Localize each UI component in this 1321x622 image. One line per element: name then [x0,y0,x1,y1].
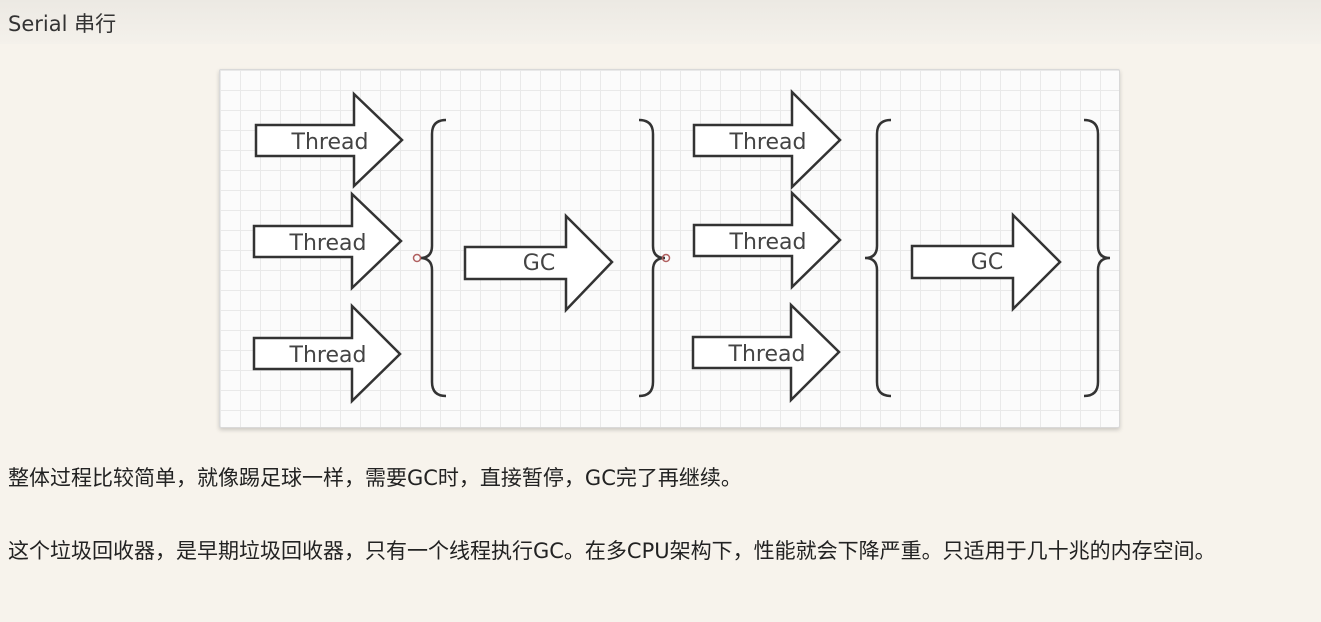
gc-arrow-2-label: GC [971,250,1003,275]
thread-arrow-4: Thread [692,88,842,190]
left-close-brace [638,118,666,398]
top-bar [0,0,1321,44]
thread-arrow-1-label: Thread [291,130,369,155]
gc-arrow-1: GC [463,212,614,314]
paragraph-summary: 整体过程比较简单，就像踢足球一样，需要GC时，直接暂停，GC完了再继续。 [8,466,742,490]
gc-arrow-2: GC [910,211,1062,313]
thread-arrow-6: Thread [691,302,841,404]
serial-gc-diagram: Thread Thread Thread GC Thread Thread [219,69,1120,428]
thread-arrow-2-label: Thread [289,231,367,256]
thread-arrow-5: Thread [692,190,842,290]
thread-arrow-3-label: Thread [289,343,367,368]
diagram-canvas: Thread Thread Thread GC Thread Thread [252,88,1111,404]
thread-arrow-1: Thread [254,91,404,189]
paragraph-detail: 这个垃圾回收器，是早期垃圾回收器，只有一个线程执行GC。在多CPU架构下，性能就… [8,539,1216,563]
thread-arrow-2: Thread [252,191,403,291]
right-close-brace [1083,118,1111,398]
thread-arrow-5-label: Thread [729,230,807,255]
section-heading: Serial 串行 [8,12,117,36]
left-connection-dot [412,253,422,263]
right-open-brace [864,118,892,398]
thread-arrow-4-label: Thread [729,130,807,155]
right-connection-dot [661,253,671,263]
gc-arrow-1-label: GC [523,251,555,276]
thread-arrow-3: Thread [252,302,402,404]
thread-arrow-6-label: Thread [728,342,806,367]
left-open-brace [419,118,447,398]
